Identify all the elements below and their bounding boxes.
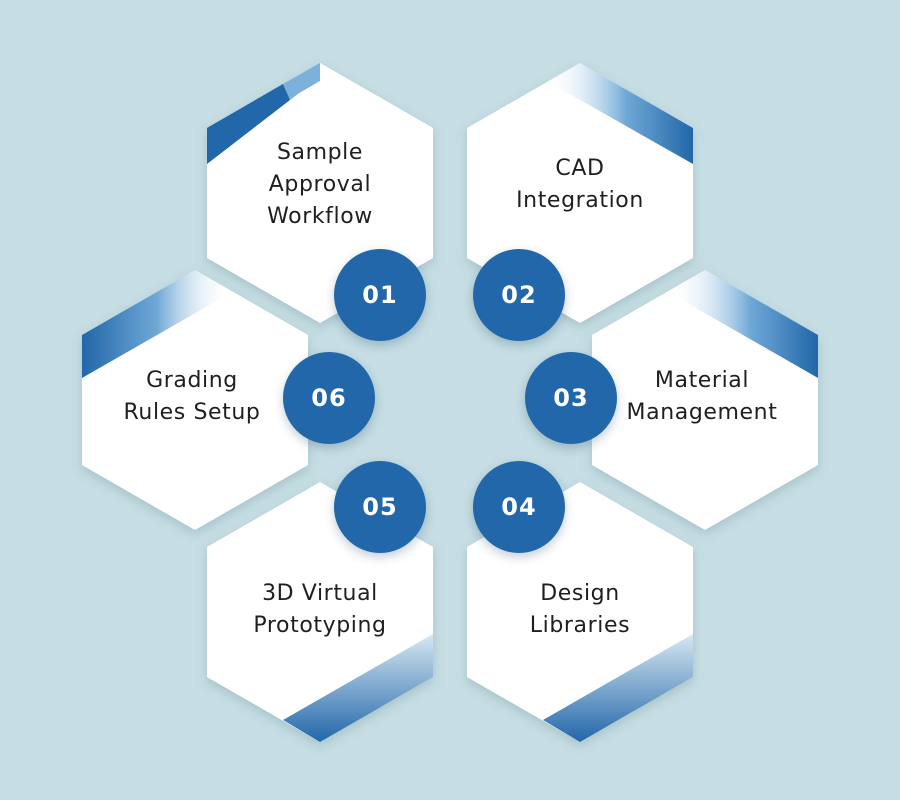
step-number-02: 02 — [473, 249, 565, 341]
step-label-01: Sample Approval Workflow — [267, 140, 373, 229]
step-number-03: 03 — [525, 352, 617, 444]
step-number-01: 01 — [334, 249, 426, 341]
step-label-02: CAD Integration — [516, 156, 644, 213]
step-hexagon-03 — [592, 270, 818, 530]
step-label-03: Material Management — [626, 368, 778, 425]
step-label-05: 3D Virtual Prototyping — [253, 581, 387, 638]
step-hexagon-06 — [82, 270, 308, 530]
step-number-06: 06 — [283, 352, 375, 444]
step-label-04: Design Libraries — [529, 581, 631, 638]
step-label-06: Grading Rules Setup — [123, 368, 261, 425]
step-number-05: 05 — [334, 461, 426, 553]
step-number-04: 04 — [473, 461, 565, 553]
